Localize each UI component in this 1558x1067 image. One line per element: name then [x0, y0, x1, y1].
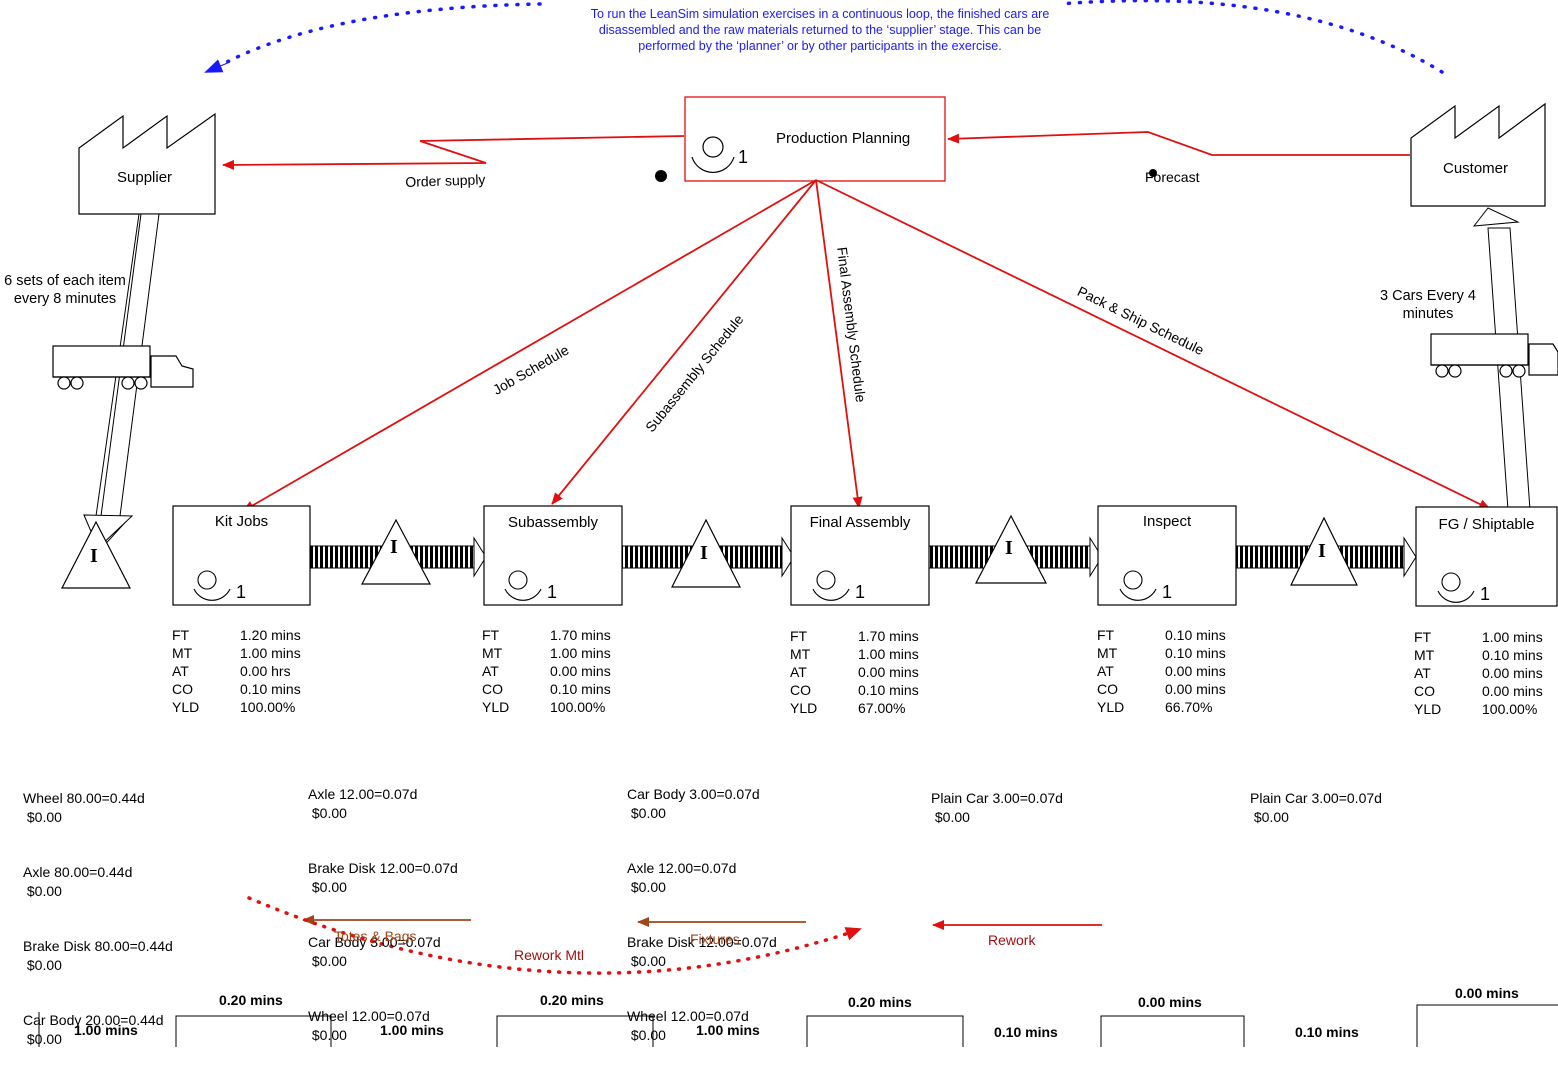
- planning-operator-count: 1: [738, 147, 749, 167]
- inventory-list: Axle 12.00=0.07d $0.00 Brake Disk 12.00=…: [308, 786, 458, 1043]
- process-box: [172, 505, 311, 606]
- final-assembly-schedule-arrow: [815, 179, 863, 509]
- operator-icon: [691, 136, 735, 173]
- customer-factory-icon: [1410, 102, 1546, 207]
- inventory-triangle-icon: [361, 518, 431, 585]
- totes-bags-label: Totes & Bags: [334, 928, 417, 944]
- inventory-triangle-icon: [975, 514, 1047, 584]
- job-schedule-arrow: [242, 179, 817, 512]
- inventory-list: Plain Car 3.00=0.07d $0.00: [1250, 790, 1382, 825]
- process-name: Final Assembly: [809, 514, 911, 531]
- timeline-wait: 1.00 mins: [380, 1022, 444, 1038]
- timeline-wait: 0.10 mins: [1295, 1024, 1359, 1040]
- inventory-symbol: I: [700, 542, 708, 564]
- order-supply-label: Order supply: [405, 171, 486, 190]
- operator-count: 1: [1162, 582, 1173, 602]
- forecast-flow: [947, 131, 1410, 156]
- operator-count: 1: [1480, 584, 1491, 604]
- loop-note: To run the LeanSim simulation exercises …: [590, 7, 1050, 53]
- process-box: [1097, 505, 1237, 606]
- truck-icon: [52, 345, 194, 390]
- customer-label: Customer: [1443, 160, 1509, 177]
- operator-count: 1: [236, 582, 247, 602]
- supplier-delivery-text: 6 sets of each item every 8 minutes: [4, 273, 126, 307]
- customer-delivery-text: 3 Cars Every 4 minutes: [1380, 288, 1476, 322]
- inventory-symbol: I: [90, 545, 98, 567]
- process-name: Subassembly: [507, 514, 599, 531]
- timeline-wait: 1.00 mins: [696, 1022, 760, 1038]
- order-supply-flow: [222, 135, 685, 170]
- inventory-symbol: I: [1005, 537, 1013, 559]
- inventory-symbol: I: [1318, 540, 1326, 562]
- process-name: FG / Shiptable: [1438, 516, 1535, 533]
- return-loop-dotted-arrow: [210, 0, 1444, 74]
- production-planning-label: Production Planning: [776, 130, 911, 147]
- timeline-process-time: 0.20 mins: [848, 994, 912, 1010]
- timeline-wait: 1.00 mins: [74, 1022, 138, 1038]
- inventory-list: Wheel 80.00=0.44d $0.00 Axle 80.00=0.44d…: [23, 790, 173, 1047]
- supplier-label: Supplier: [117, 169, 173, 186]
- operator-count: 1: [547, 582, 558, 602]
- inventory-symbol: I: [390, 536, 398, 558]
- supplier-factory-icon: [78, 112, 216, 215]
- rework-label: Rework: [988, 932, 1036, 948]
- inventory-triangle-icon: [1290, 516, 1358, 586]
- process-name: Inspect: [1142, 513, 1192, 530]
- timeline-wait: 0.10 mins: [994, 1024, 1058, 1040]
- process-box: [483, 505, 623, 606]
- fixtures-label: Fixtures: [690, 931, 740, 947]
- inventory-triangle-icon: [671, 518, 741, 588]
- timeline-process-time: 0.20 mins: [540, 992, 604, 1008]
- timeline-process-time: 0.00 mins: [1455, 985, 1519, 1001]
- process-box: [790, 505, 930, 606]
- pack-ship-schedule-arrow: [815, 179, 1491, 510]
- inventory-list: Car Body 3.00=0.07d $0.00 Axle 12.00=0.0…: [627, 786, 777, 1043]
- inventory-triangle-icon: [61, 520, 131, 589]
- operator-count: 1: [855, 582, 866, 602]
- forecast-label: Forecast: [1145, 169, 1200, 185]
- timeline-process-time: 0.00 mins: [1138, 994, 1202, 1010]
- rework-mtl-label: Rework Mtl: [514, 947, 585, 963]
- truck-icon: [1430, 333, 1558, 378]
- timeline-process-time: 0.20 mins: [219, 992, 283, 1008]
- subassembly-schedule-arrow: [551, 179, 817, 505]
- process-name: Kit Jobs: [214, 513, 269, 530]
- timeline-ladder: [38, 1004, 1558, 1047]
- inventory-list: Plain Car 3.00=0.07d $0.00: [931, 790, 1063, 825]
- process-box: [1415, 506, 1558, 607]
